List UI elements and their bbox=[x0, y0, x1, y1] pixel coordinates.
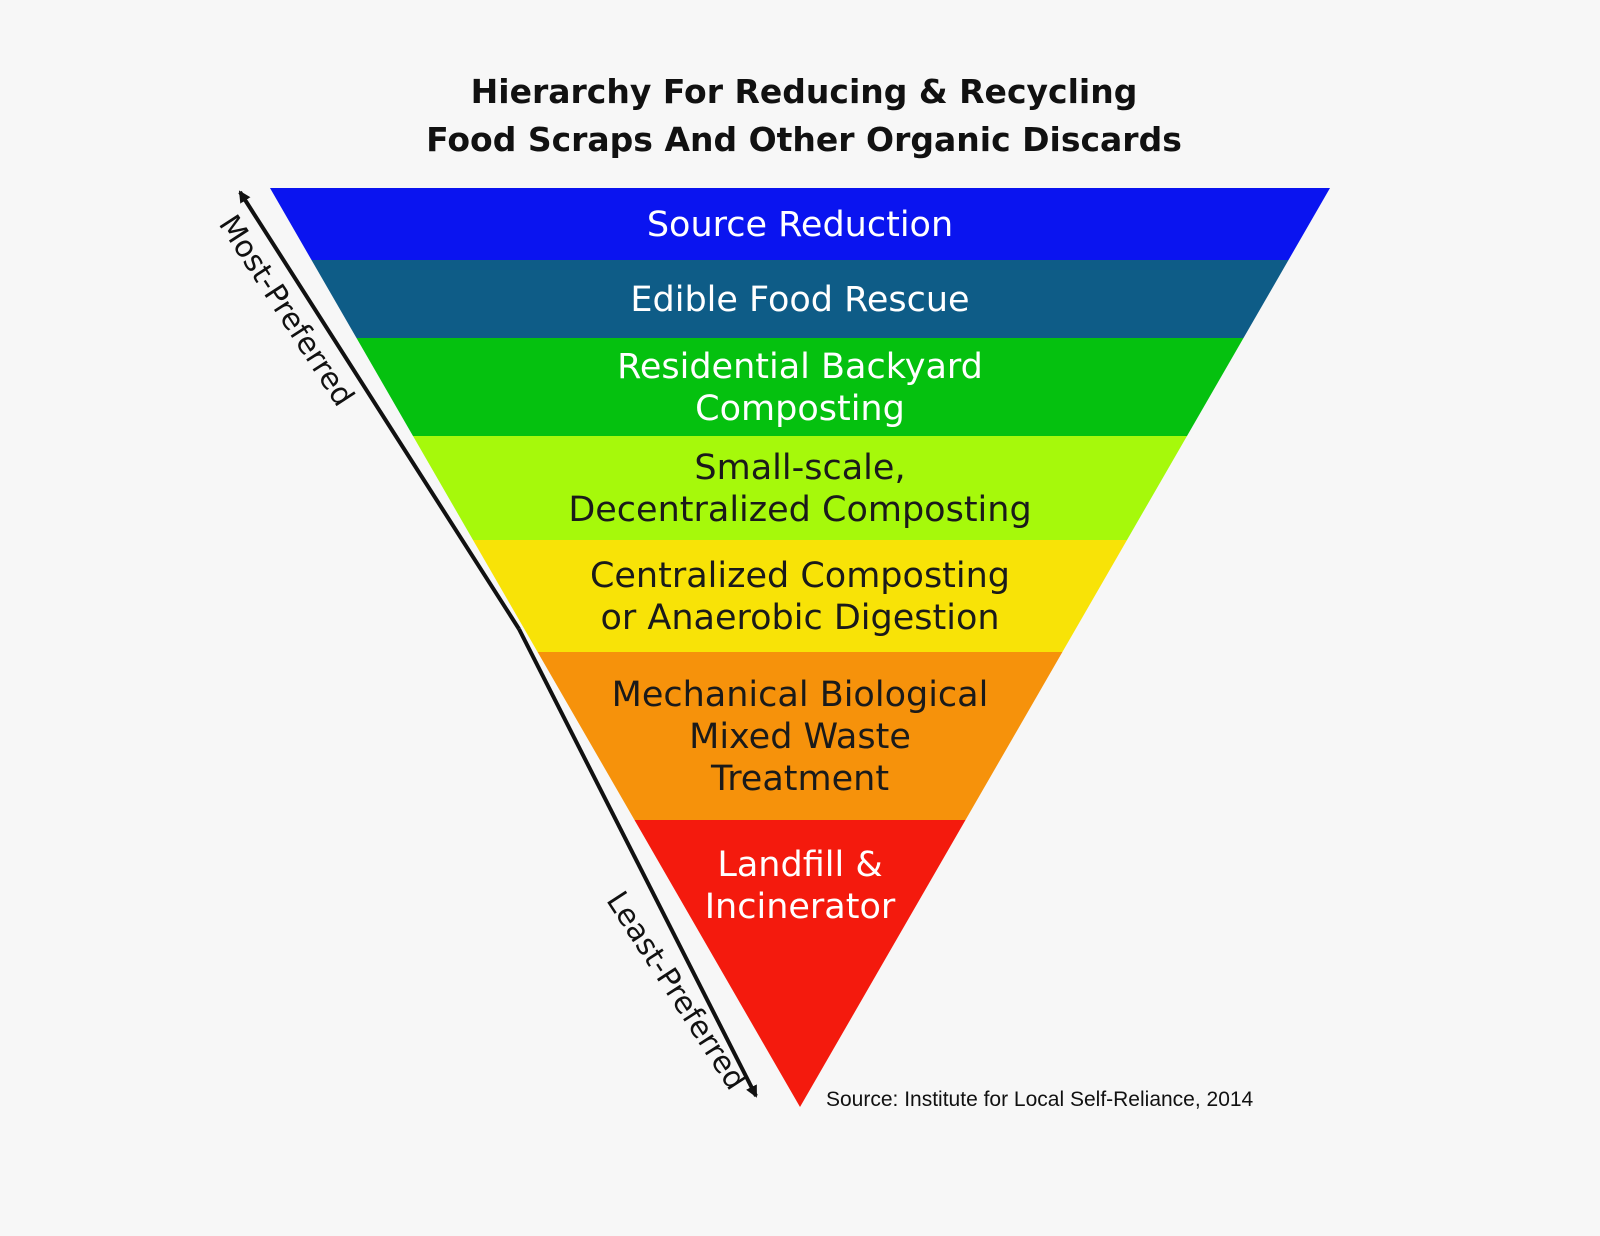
hierarchy-layer-label-4: Small-scale,Decentralized Composting bbox=[568, 448, 1031, 530]
hierarchy-layer-label-line: Centralized Composting bbox=[590, 556, 1010, 596]
hierarchy-layer-label-line: Landfill & bbox=[717, 845, 882, 885]
hierarchy-layer-label-line: Composting bbox=[695, 389, 905, 429]
hierarchy-layer-label-line: or Anaerobic Digestion bbox=[600, 598, 999, 638]
hierarchy-layer-label-2: Edible Food Rescue bbox=[630, 280, 969, 320]
hierarchy-layer-label-line: Small-scale, bbox=[694, 448, 905, 488]
hierarchy-layer-label-line: Source Reduction bbox=[647, 205, 953, 245]
preference-arrow bbox=[238, 190, 758, 1098]
hierarchy-layer-label-line: Residential Backyard bbox=[617, 347, 983, 387]
source-credit: Source: Institute for Local Self-Relianc… bbox=[826, 1088, 1254, 1111]
hierarchy-layer-3 bbox=[356, 338, 1244, 436]
least-preferred-arrow-line bbox=[517, 628, 758, 1098]
diagram-title-line-1: Hierarchy For Reducing & Recycling bbox=[471, 72, 1138, 111]
hierarchy-layer-2 bbox=[311, 260, 1289, 338]
most-preferred-arrow-line bbox=[238, 190, 521, 631]
hierarchy-layer-5 bbox=[473, 540, 1127, 652]
hierarchy-layer-7 bbox=[634, 820, 966, 1107]
hierarchy-layer-label-line: Treatment bbox=[710, 759, 889, 799]
hierarchy-layer-label-line: Mixed Waste bbox=[689, 717, 911, 757]
hierarchy-layer-6 bbox=[537, 652, 1063, 820]
hierarchy-layer-label-line: Incinerator bbox=[705, 887, 896, 927]
hierarchy-layer-label-line: Mechanical Biological bbox=[612, 675, 989, 715]
hierarchy-layer-label-7: Landfill &Incinerator bbox=[705, 845, 896, 927]
hierarchy-layer-label-1: Source Reduction bbox=[647, 205, 953, 245]
hierarchy-layer-4 bbox=[413, 436, 1187, 540]
hierarchy-layer-label-line: Decentralized Composting bbox=[568, 490, 1031, 530]
hierarchy-layer-1 bbox=[270, 188, 1330, 260]
diagram-title-line-2: Food Scraps And Other Organic Discards bbox=[426, 120, 1182, 159]
hierarchy-layer-label-line: Edible Food Rescue bbox=[630, 280, 969, 320]
